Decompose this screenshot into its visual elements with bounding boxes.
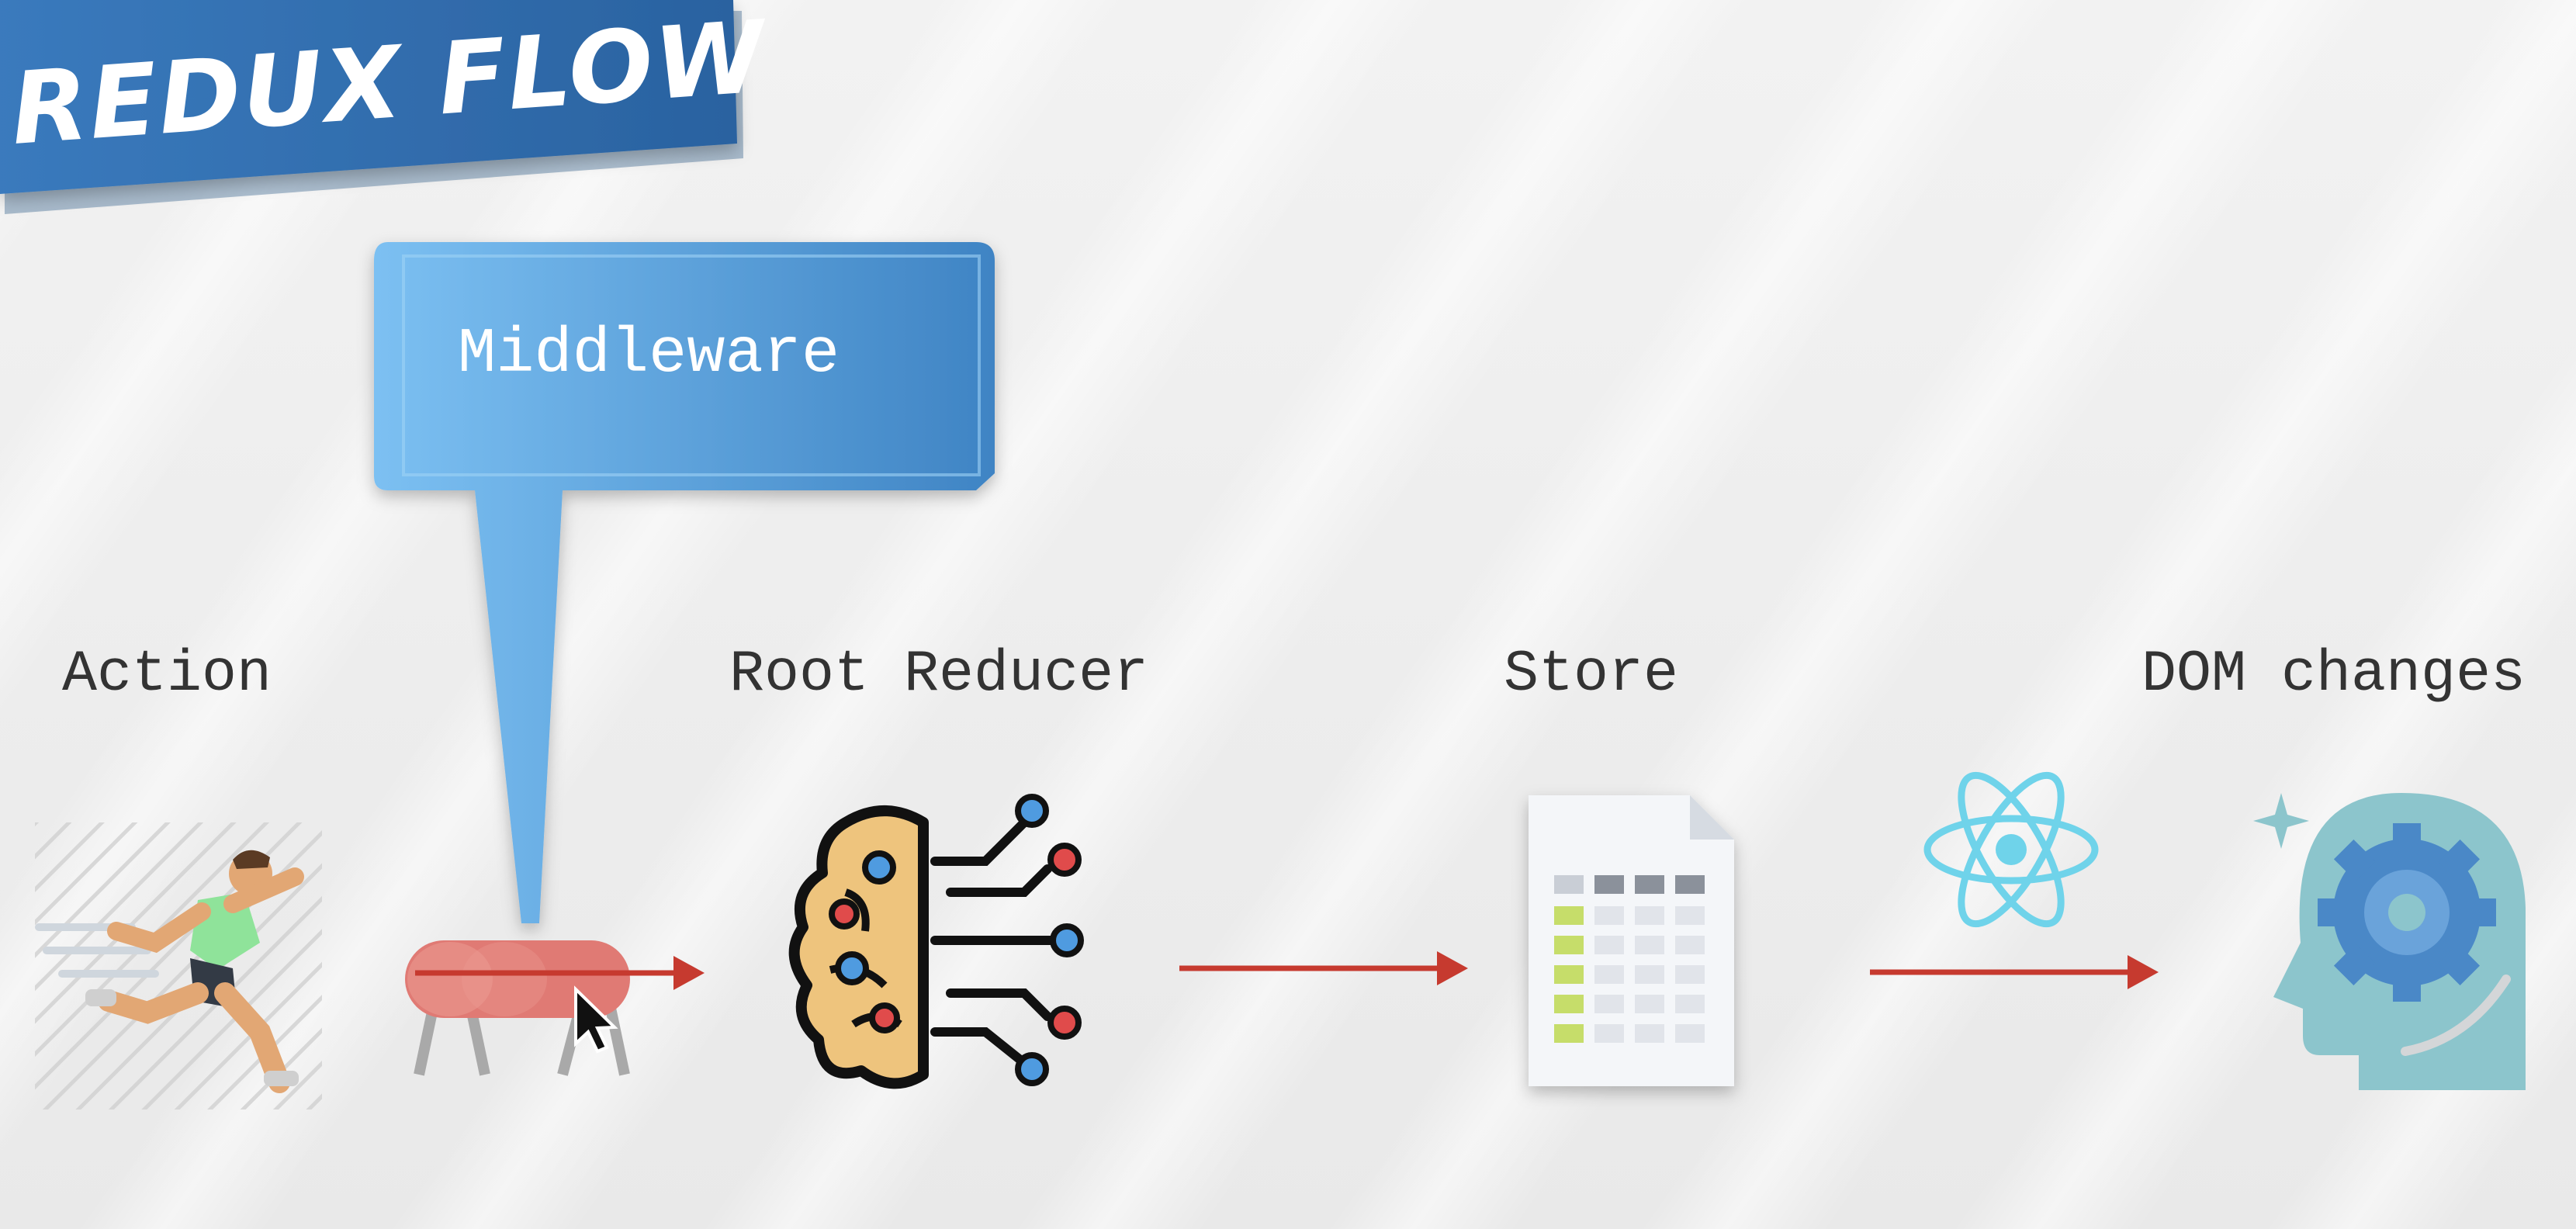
middleware-label: Middleware <box>458 318 840 390</box>
running-man-icon <box>35 822 322 1110</box>
step-label-action: Action <box>62 642 272 708</box>
step-label-store: Store <box>1504 642 1679 708</box>
middleware-callout: Middleware <box>374 242 995 923</box>
mouse-cursor-icon <box>574 985 618 1054</box>
arrow-reducer-to-store <box>1179 951 1468 985</box>
brain-circuit-icon <box>788 794 1084 1089</box>
title-banner: REDUX FLOW <box>0 0 772 214</box>
arrow-action-to-reducer <box>415 956 705 990</box>
arrow-store-to-dom <box>1870 955 2159 989</box>
step-label-root-reducer: Root Reducer <box>729 642 1149 708</box>
react-logo-icon <box>1923 771 2099 928</box>
data-sheet-icon <box>1529 795 1734 1086</box>
pommel-horse-icon <box>405 940 630 1076</box>
head-gear-icon <box>2253 793 2526 1090</box>
step-label-dom-changes: DOM changes <box>2141 642 2526 708</box>
